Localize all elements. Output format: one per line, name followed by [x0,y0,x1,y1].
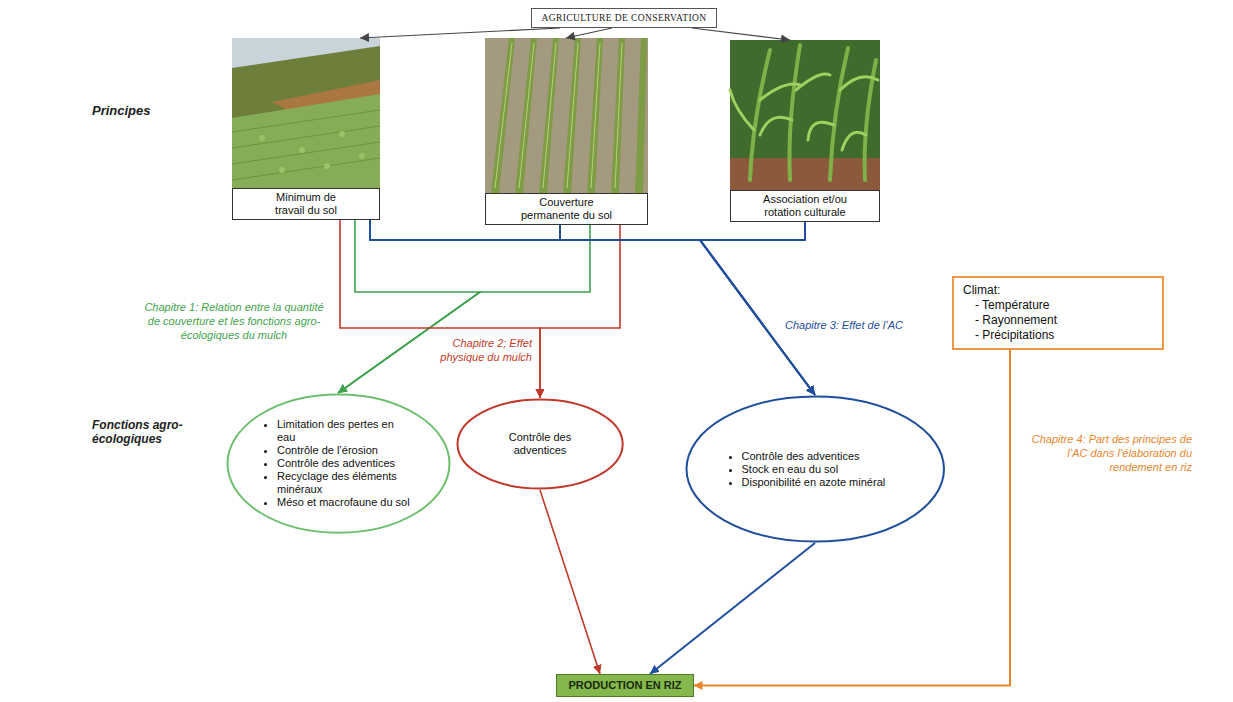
connector [650,543,815,674]
principle-box: Association et/ou rotation culturale [730,40,880,222]
connector [338,225,590,393]
node-text: Climat: [963,283,1153,298]
node-text: Minimum de travail du sol [263,191,349,217]
connector [560,225,815,395]
principle-box: Couverture permanente du sol [485,38,648,225]
connector [540,225,620,398]
connector [692,28,790,40]
bullet-item: Contrôle des adventices [277,457,413,470]
bullet-item: Recyclage des éléments minéraux [277,470,413,496]
bullet-item: Contrôle de l’érosion [277,444,413,457]
field-photo [232,38,380,188]
node-text: AGRICULTURE DE CONSERVATION [541,13,706,23]
node-text: Couverture permanente du sol [515,196,619,222]
node-text: - Rayonnement [963,313,1153,328]
rice-photo [485,38,648,193]
chapter-label: Chapitre 1: Relation entre la quantité d… [138,300,330,342]
function-ellipse: Contrôle des adventicesStock en eau du s… [685,395,946,543]
ellipse-content: Limitation des pertes en eauContrôle de … [263,418,413,509]
connector [340,220,540,398]
bullet-item: Limitation des pertes en eau [277,418,413,444]
climate-box: Climat:- Température- Rayonnement- Préci… [952,276,1164,350]
ellipse-shape [457,400,622,489]
maize-photo [730,40,880,190]
node-text: Contrôle des adventices [485,431,595,457]
node-text: - Température [963,298,1153,313]
ellipse-shape [686,397,944,542]
bullet-item: Disponibilité en azote minéral [742,476,903,489]
top-box: AGRICULTURE DE CONSERVATION [531,8,716,28]
connector [566,28,612,38]
connector [700,222,815,395]
bullet-list: Contrôle des adventicesStock en eau du s… [728,450,903,489]
node-text: PRODUCTION EN RIZ [568,679,681,692]
principle-label: Couverture permanente du sol [485,193,648,225]
result-box: PRODUCTION EN RIZ [556,674,693,697]
chapter-label: Chapitre 3: Effet de l’AC [785,318,935,332]
section-label: Principes [92,104,182,118]
chapter-label: Chapitre 2; Effet physique du mulch [440,336,532,364]
connector [360,28,560,38]
bullet-list: Limitation des pertes en eauContrôle de … [263,418,413,509]
node-text: - Précipitations [963,328,1153,343]
principle-label: Minimum de travail du sol [232,188,380,220]
chapter-label: Chapitre 4: Part des principes de l’AC d… [1022,432,1192,474]
section-label: Fonctions agro-écologiques [92,418,192,446]
node-text: Association et/ou rotation culturale [749,193,861,219]
connector [370,220,815,395]
connector [540,490,600,674]
bullet-item: Méso et macrofaune du sol [277,496,413,509]
ellipse-content: Contrôle des adventices [485,431,595,457]
ellipse-shape [227,395,449,533]
ellipse-content: Contrôle des adventicesStock en eau du s… [728,450,903,489]
function-ellipse: Contrôle des adventices [456,398,624,490]
bullet-item: Contrôle des adventices [742,450,903,463]
bullet-item: Stock en eau du sol [742,463,903,476]
principle-label: Association et/ou rotation culturale [730,190,880,222]
function-ellipse: Limitation des pertes en eauContrôle de … [226,393,451,534]
principle-box: Minimum de travail du sol [232,38,380,220]
